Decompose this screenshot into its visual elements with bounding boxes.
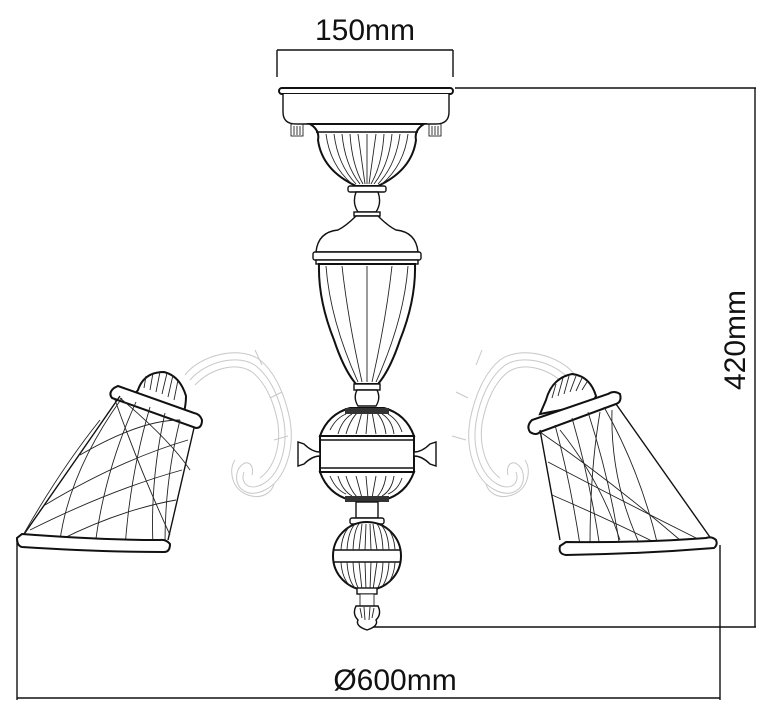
- diameter-label: Ø600mm: [333, 664, 456, 697]
- ceiling-canopy: [278, 87, 454, 137]
- urn-body: [312, 191, 422, 407]
- dimension-canopy-width: 150mm: [276, 14, 454, 77]
- left-shade: [15, 370, 204, 554]
- canopy-width-label: 150mm: [315, 14, 415, 47]
- right-shade: [527, 372, 718, 557]
- height-label: 420mm: [719, 290, 752, 390]
- left-arm: [184, 349, 292, 498]
- ball-finial: [332, 517, 402, 595]
- right-arm: [451, 349, 576, 498]
- dimension-height: 420mm: [368, 87, 756, 628]
- dimension-diameter: Ø600mm: [16, 540, 721, 700]
- acorn-drop: [353, 593, 381, 631]
- fluted-cup: [306, 123, 428, 193]
- central-hub: [297, 407, 437, 519]
